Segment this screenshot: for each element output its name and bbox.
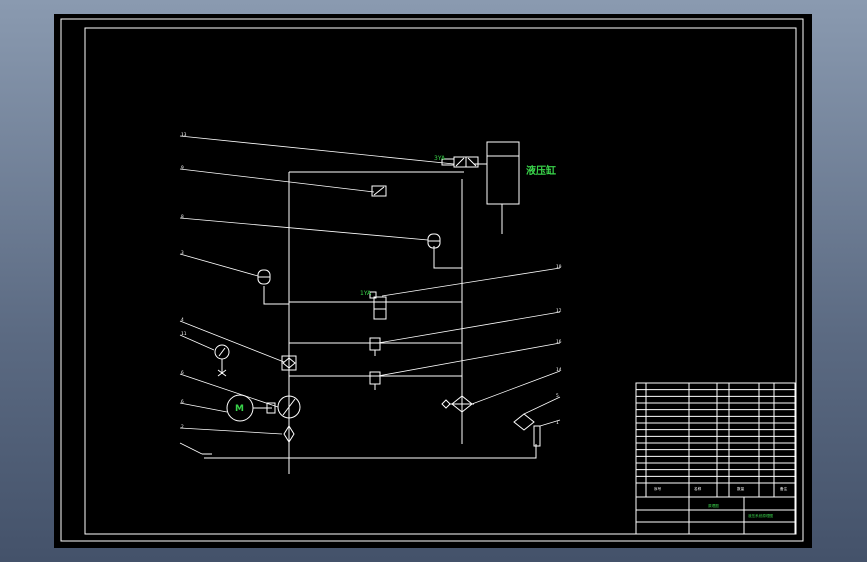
cylinder-label: 液压缸: [526, 164, 556, 177]
callout-10: 10: [556, 264, 562, 270]
pressure-lines: [207, 171, 537, 474]
header-index: 序号: [654, 486, 662, 491]
solenoid-tag-3ya: 3YA: [434, 155, 446, 162]
hydraulic-schematic: 液压缸 3YA 1YA: [60, 18, 804, 542]
callout-1: 1: [556, 420, 559, 426]
header-qty: 数量: [737, 486, 745, 491]
header-name: 名称: [694, 486, 702, 491]
electric-motor: [226, 394, 276, 422]
solenoid-tag-1ya: 1YA: [360, 290, 372, 297]
drawing-title-left: 原理图: [708, 503, 719, 508]
hydraulic-pump: [277, 395, 301, 443]
callout-numbers: 13 9 8 3 4 11 6 6 2 10 12 16 14 5 1: [181, 132, 562, 430]
callout-6b: 6: [181, 399, 184, 405]
callout-9: 9: [181, 165, 184, 171]
callout-11: 11: [181, 331, 187, 337]
outer-border: [60, 18, 804, 542]
motor-label: M: [235, 404, 244, 414]
throttle-valve: [371, 185, 387, 197]
inner-border: [84, 27, 797, 535]
relief-valve-lower: [369, 371, 381, 390]
callout-16: 16: [556, 339, 562, 345]
header-note: 备注: [780, 486, 788, 491]
directional-valve: [441, 156, 479, 168]
callout-14: 14: [556, 367, 562, 373]
oil-tank: [202, 453, 212, 459]
title-block: 序号 名称 数量 备注 原理图 液压系统原理图: [635, 382, 796, 535]
bill-of-materials: [636, 382, 795, 497]
cooler: [513, 413, 541, 447]
hydraulic-cylinder: [474, 141, 520, 234]
solenoid-valve-1ya: [369, 291, 387, 320]
relief-valve-upper: [369, 337, 381, 356]
drawing-sheet: 液压缸 3YA 1YA: [54, 14, 812, 548]
callout-5: 5: [556, 393, 559, 399]
check-valve: [281, 355, 297, 371]
callout-6a: 6: [181, 370, 184, 376]
leader-lines: [179, 135, 561, 455]
accumulator-right: [427, 233, 441, 249]
callout-12: 12: [556, 308, 562, 314]
callout-13: 13: [181, 132, 187, 138]
callout-4: 4: [181, 317, 184, 323]
callout-2: 2: [181, 424, 184, 430]
accumulator-left: [257, 269, 271, 285]
drawing-title-right: 液压系统原理图: [748, 513, 774, 518]
callout-8: 8: [181, 214, 184, 220]
pressure-gauge: [214, 344, 230, 377]
callout-3: 3: [181, 250, 184, 256]
